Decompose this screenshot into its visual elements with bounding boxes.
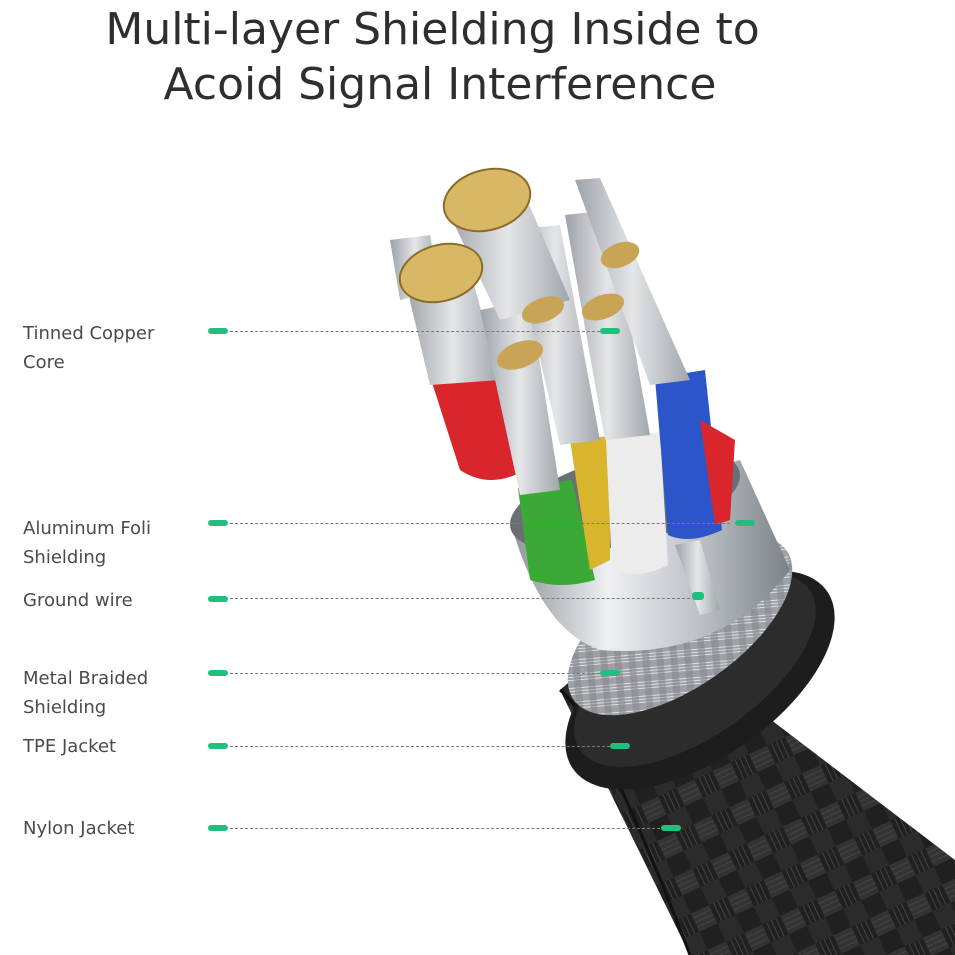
title-line-1: Multi-layer Shielding Inside to [105, 4, 760, 55]
label-tpe-jacket: TPE Jacket [23, 736, 117, 757]
copper-core-end-2 [398, 242, 484, 304]
marker-dot [208, 670, 228, 676]
marker-dot [208, 596, 228, 602]
ground-wire-shape [675, 540, 720, 615]
leader-line [230, 746, 610, 747]
marker-dot [208, 520, 228, 526]
label-nylon-jacket: Nylon Jacket [23, 818, 135, 839]
leader-line [230, 523, 730, 524]
marker-dot [610, 743, 630, 749]
marker-dot [661, 825, 681, 831]
marker-dot [735, 520, 755, 526]
green-wire [518, 480, 595, 585]
label-tinned-copper-core: Tinned Copper Core [23, 323, 155, 373]
label-metal-braided-shielding: Metal Braided Shielding [23, 668, 149, 718]
marker-dot [208, 825, 228, 831]
label-ground-wire: Ground wire [23, 590, 133, 611]
leader-line [230, 598, 690, 599]
label-aluminum-foil-shielding: Aluminum Foli Shielding [23, 518, 152, 568]
white-wire [606, 432, 668, 574]
title-line-2: Acoid Signal Interference [163, 59, 717, 110]
marker-dot [692, 592, 704, 600]
blue-wire [655, 370, 722, 539]
marker-dot [600, 670, 620, 676]
marker-dot [600, 328, 620, 334]
leader-line [230, 673, 600, 674]
marker-dot [208, 743, 228, 749]
copper-core-end-1 [442, 167, 532, 233]
yellow-wire [570, 436, 610, 570]
leader-line [230, 331, 610, 332]
marker-dot [208, 328, 228, 334]
leader-line [230, 828, 660, 829]
